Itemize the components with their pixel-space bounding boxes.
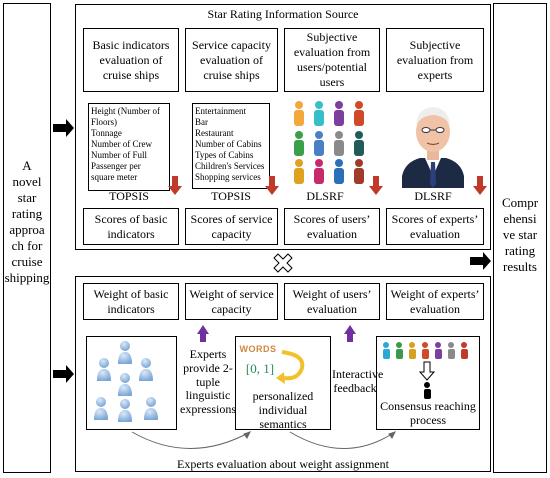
method-dlsrf-1: DLSRF xyxy=(306,189,344,203)
source-title: Star Rating Information Source xyxy=(207,7,359,21)
cycle-arrow-icon xyxy=(276,350,305,384)
businessman-portrait-icon xyxy=(402,107,464,188)
score-service: Scores of service capacity xyxy=(185,208,278,245)
results-box xyxy=(493,3,547,473)
bottom-caption: Experts evaluation about weight assignme… xyxy=(177,457,389,471)
score-users: Scores of users’ evaluation xyxy=(284,208,380,245)
service-capacity-list xyxy=(192,103,270,189)
method-dlsrf-2: DLSRF xyxy=(414,189,452,203)
interactive-text: Interactive feedback xyxy=(332,367,384,395)
interval-label: [0, 1] xyxy=(245,361,275,376)
category-users: Subjective evaluation from users/potenti… xyxy=(284,28,380,92)
curved-connectors xyxy=(131,431,396,449)
category-service: Service capacity evaluation of cruise sh… xyxy=(185,28,278,92)
consensus-text: Consensus reaching process xyxy=(380,399,476,427)
score-experts: Scores of experts’ evaluation xyxy=(386,208,484,245)
weight-experts: Weight of experts’ evaluation xyxy=(386,283,484,320)
weight-service: Weight of service capacity xyxy=(185,283,278,320)
expert-group-icon xyxy=(94,341,158,422)
weight-users: Weight of users’ evaluation xyxy=(284,283,380,320)
personalized-text: personalized individual semantics xyxy=(252,389,314,431)
experts-text: Experts provide 2-tuple linguistic expre… xyxy=(180,347,236,417)
people-grid-icon xyxy=(294,101,364,184)
basic-indicator-list xyxy=(88,103,170,191)
up-arrows xyxy=(197,325,356,342)
arrow-right-icon xyxy=(53,119,491,383)
score-basic: Scores of basic indicators xyxy=(83,208,179,245)
cross-icon xyxy=(273,253,293,273)
method-topsis-2: TOPSIS xyxy=(211,189,251,203)
weight-basic: Weight of basic indicators xyxy=(83,283,179,320)
down-arrows xyxy=(168,176,487,195)
category-experts: Subjective evaluation from experts xyxy=(386,28,484,92)
approach-box xyxy=(3,3,51,473)
words-label: WORDS xyxy=(239,344,277,354)
category-basic: Basic indicators evaluation of cruise sh… xyxy=(83,28,179,92)
method-topsis-1: TOPSIS xyxy=(109,189,149,203)
consensus-people-icon xyxy=(383,342,468,399)
